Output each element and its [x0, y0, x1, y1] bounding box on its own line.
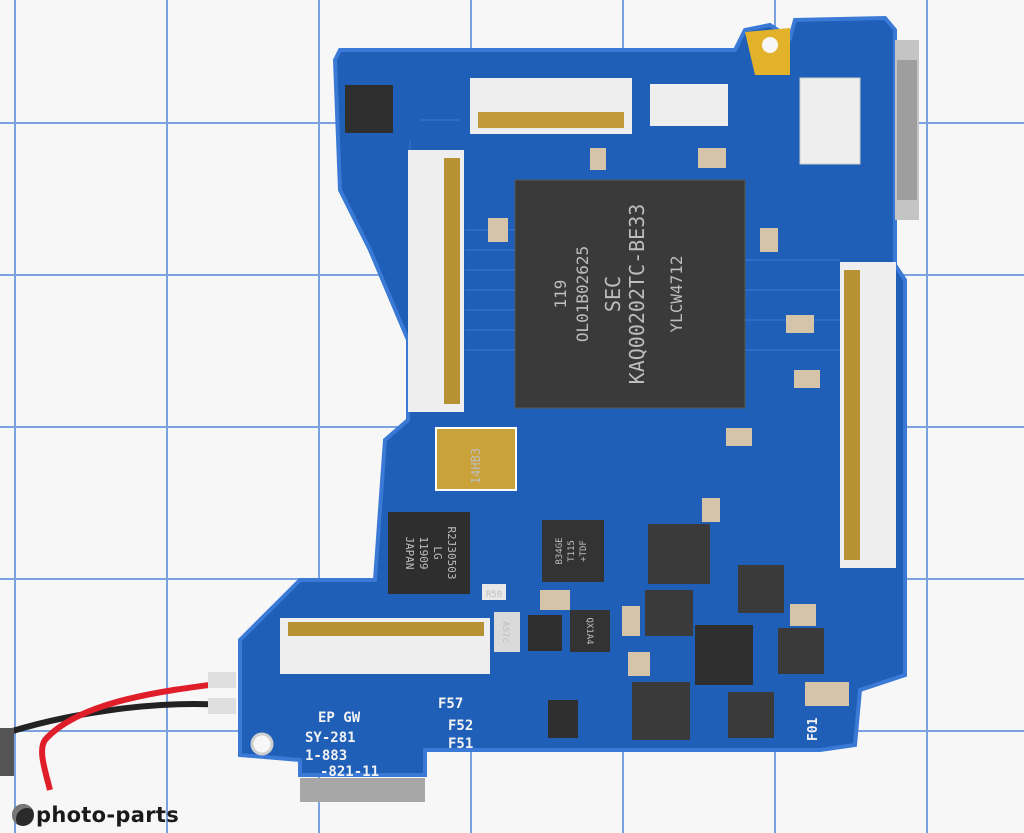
wire-pair: [0, 680, 226, 791]
main-soc: 119 OL01B02625 SEC KAQ00202TC-BE33 YLCW4…: [514, 179, 746, 409]
ic-top-left: [345, 85, 393, 133]
ic-small-3: AS7c: [494, 612, 520, 652]
wire-pads: [208, 672, 236, 714]
connector-right-top: [799, 77, 861, 165]
ic-small-4: R50: [482, 584, 506, 600]
silkscreen: EP GW F57 F52 F51 F01 SY-281 1-883 -821-…: [305, 696, 821, 780]
crystal-oscillator: 14HB3: [435, 427, 517, 491]
ic-small-5: [528, 615, 562, 651]
soc-label-5: YLCW4712: [667, 255, 686, 332]
soc-label-3: SEC: [601, 276, 625, 312]
silk-f57: F57: [438, 696, 463, 712]
ic-right-mid: [695, 625, 753, 685]
silk-ep-gw: EP GW: [318, 710, 361, 726]
flex-connector-top: [470, 78, 632, 134]
silk-part-number-2: -821-11: [320, 764, 379, 780]
bottom-connector: [300, 778, 425, 802]
soc-label-2: OL01B02625: [573, 246, 592, 342]
soc-label-4: KAQ00202TC-BE33: [625, 204, 649, 385]
flex-connector-bottom: [280, 618, 490, 674]
ic-small-3-label: AS7c: [500, 621, 510, 643]
side-connector: [895, 40, 919, 220]
crystal-label: 14HB3: [469, 448, 483, 484]
watermark-text: photo-parts: [36, 803, 179, 827]
pmic-label-4: JAPAN: [403, 536, 416, 569]
watermark-logo-icon: [12, 804, 34, 826]
ic-small-2-label: QX1A4: [584, 617, 594, 644]
connector-small-top: [650, 84, 728, 126]
pmic-chip: R2J30503 LG 11909 JAPAN: [388, 512, 470, 594]
passive-components: [488, 148, 849, 706]
ic-small-1-label-c: +TDF: [579, 540, 589, 562]
soc-label-1: 119: [551, 280, 570, 309]
ic-small-4-label: R50: [486, 590, 502, 600]
silk-f52: F52: [448, 718, 473, 734]
silk-f51: F51: [448, 736, 473, 752]
pmic-label-1: R2J30503: [445, 527, 458, 580]
flex-connector-left: [408, 150, 464, 412]
ic-small-1-label-b: T115: [567, 540, 577, 562]
mount-hole-bottom: [250, 732, 274, 756]
silk-part-number-1: 1-883: [305, 748, 347, 764]
pmic-label-2: LG: [431, 546, 444, 559]
flex-connector-right: [840, 262, 896, 568]
ic-small-1-label: B34GE: [555, 537, 565, 564]
ic-small-1: B34GE T115 +TDF: [542, 520, 604, 582]
silk-f01: F01: [806, 717, 821, 741]
ic-small-6: [548, 700, 578, 738]
ic-small-2: QX1A4: [570, 610, 610, 652]
pmic-label-3: 11909: [417, 536, 430, 569]
watermark: photo-parts: [12, 800, 179, 830]
mount-hole-top: [745, 28, 790, 75]
inductors: [632, 524, 824, 740]
silk-board-id: SY-281: [305, 730, 356, 746]
